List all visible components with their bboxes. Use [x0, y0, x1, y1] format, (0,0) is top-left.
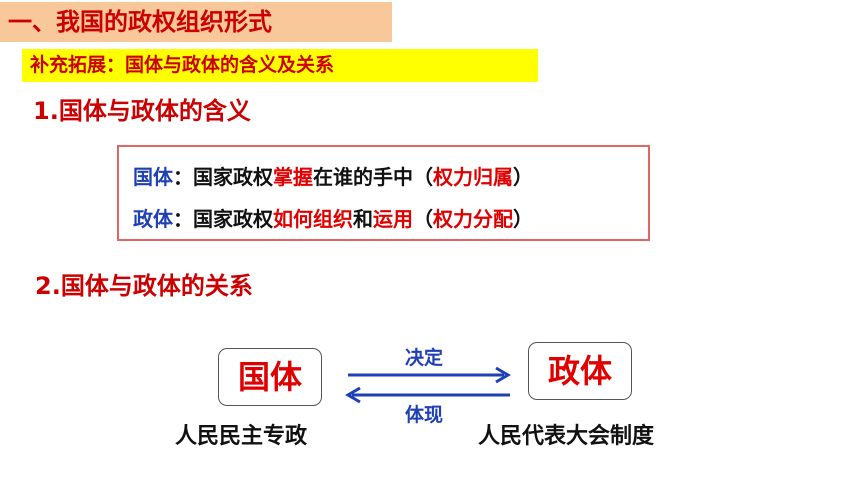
term-guoti: 国体	[133, 165, 173, 189]
definition-zhengti: 政体：国家政权如何组织和运用（权力分配）	[133, 205, 533, 233]
relationship-arrows	[345, 366, 511, 404]
slide-title: 一、我国的政权组织形式	[0, 2, 392, 42]
arrow-left-icon	[345, 386, 510, 404]
definition-text: ）	[513, 165, 533, 189]
zhengti-caption: 人民代表大会制度	[478, 424, 655, 449]
definition-guoti: 国体：国家政权掌握在谁的手中（权力归属）	[133, 163, 533, 191]
definition-text: （	[413, 207, 433, 231]
definition-text: ）	[513, 207, 533, 231]
slide-subtitle: 补充拓展：国体与政体的含义及关系	[22, 49, 538, 82]
section-heading-meaning: 1.国体与政体的含义	[33, 97, 251, 125]
arrow-label-decide: 决定	[405, 347, 444, 369]
arrow-right-icon	[348, 366, 511, 384]
definition-keyword: 权力归属	[433, 165, 513, 189]
guoti-box: 国体	[218, 348, 322, 406]
definition-text: ：国家政权	[173, 207, 273, 231]
definition-keyword: 权力分配	[433, 207, 513, 231]
guoti-caption: 人民民主专政	[175, 424, 308, 449]
zhengti-box: 政体	[528, 342, 632, 400]
definition-keyword: 如何组织	[273, 207, 353, 231]
definition-text: 在谁的手中（	[313, 165, 433, 189]
definition-text: 和	[353, 207, 373, 231]
section-heading-relationship: 2.国体与政体的关系	[35, 272, 253, 300]
definition-keyword: 掌握	[273, 165, 313, 189]
definition-text: ：国家政权	[173, 165, 273, 189]
definition-box: 国体：国家政权掌握在谁的手中（权力归属） 政体：国家政权如何组织和运用（权力分配…	[117, 145, 650, 241]
term-zhengti: 政体	[133, 207, 173, 231]
arrow-label-reflect: 体现	[405, 404, 444, 426]
definition-keyword: 运用	[373, 207, 413, 231]
